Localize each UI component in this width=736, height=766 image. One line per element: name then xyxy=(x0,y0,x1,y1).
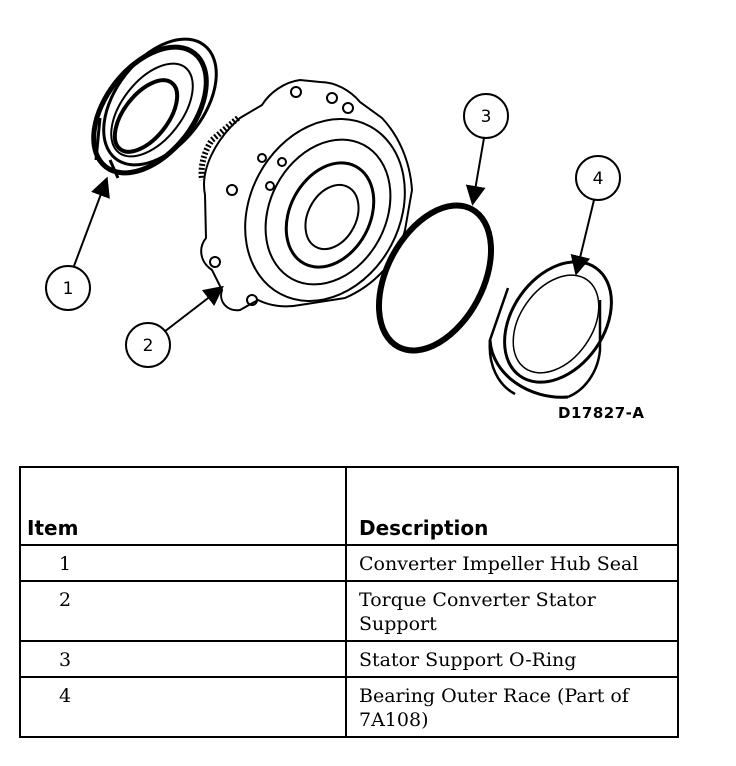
callout-number: 4 xyxy=(593,169,604,189)
bearing-race-part xyxy=(488,260,613,399)
description-cell: Stator Support O-Ring xyxy=(345,640,679,678)
table-row: 2 Torque Converter Stator Support xyxy=(19,580,679,642)
table-row: 4 Bearing Outer Race (Part of 7A108) xyxy=(19,676,679,738)
item-number-cell: 1 xyxy=(19,544,347,582)
callout-number: 1 xyxy=(63,279,74,299)
parts-table: Item Description 1 Converter Impeller Hu… xyxy=(19,466,679,738)
description-cell: Converter Impeller Hub Seal xyxy=(345,544,679,582)
description-cell: Torque Converter Stator Support xyxy=(345,580,679,642)
figure-code-label: D17827-A xyxy=(558,404,645,422)
callout-1: 1 xyxy=(45,176,110,311)
callout-4: 4 xyxy=(570,155,621,276)
description-column-header: Description xyxy=(345,466,679,546)
table-row: 1 Converter Impeller Hub Seal xyxy=(19,544,679,582)
item-number-cell: 3 xyxy=(19,640,347,678)
table-row: 3 Stator Support O-Ring xyxy=(19,640,679,678)
table-header-row: Item Description xyxy=(19,466,679,546)
callout-number: 3 xyxy=(481,107,492,127)
item-column-header: Item xyxy=(19,466,347,546)
o-ring-part xyxy=(375,202,495,354)
stator-support-part xyxy=(198,78,414,312)
description-cell: Bearing Outer Race (Part of 7A108) xyxy=(345,676,679,738)
callout-number: 2 xyxy=(143,336,154,356)
exploded-view-figure: 1 2 3 4 D17827-A xyxy=(45,37,645,422)
callout-2: 2 xyxy=(125,285,224,368)
exploded-view-drawing: 1 2 3 4 xyxy=(45,37,621,399)
item-number-cell: 2 xyxy=(19,580,347,642)
callout-3: 3 xyxy=(463,93,509,206)
hub-seal-part xyxy=(91,37,218,179)
item-number-cell: 4 xyxy=(19,676,347,738)
